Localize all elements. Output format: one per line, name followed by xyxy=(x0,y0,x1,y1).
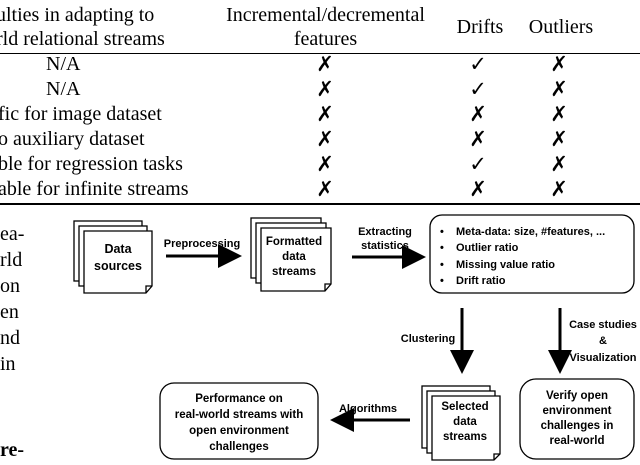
selected-label-line3: streams xyxy=(443,431,487,443)
body-text-line: rld xyxy=(0,249,23,271)
verify-label-line3: challenges in xyxy=(541,420,614,432)
performance-label-line4: challenges xyxy=(209,441,268,453)
body-text-line: nd xyxy=(0,327,20,349)
case-studies-label-line3: Visualization xyxy=(569,352,636,364)
body-text-line: ea- xyxy=(0,223,25,245)
row-outliers-mark: ✗ xyxy=(550,177,568,201)
algorithms-label: Algorithms xyxy=(339,403,397,415)
meta-item: Missing value ratio xyxy=(456,259,555,271)
row-drifts-mark: ✗ xyxy=(469,177,487,201)
header-difficulties-line2: rld relational streams xyxy=(0,28,165,50)
row-outliers-mark: ✗ xyxy=(550,77,568,101)
body-text-line: on xyxy=(0,275,20,297)
bullet-icon: • xyxy=(440,259,444,271)
performance-box: Performance on real-world streams with o… xyxy=(159,382,319,460)
bullet-icon: • xyxy=(440,242,444,254)
header-incremental-line2: features xyxy=(293,28,358,50)
row-incremental-mark: ✗ xyxy=(316,127,334,151)
row-difficulty: N/A xyxy=(46,78,81,100)
body-text-line: in xyxy=(0,353,16,375)
header-rule xyxy=(0,53,640,54)
row-incremental-mark: ✗ xyxy=(316,102,334,126)
row-drifts-mark: ✗ xyxy=(469,127,487,151)
meta-item: Outlier ratio xyxy=(456,242,519,254)
clustering-arrow: Clustering xyxy=(401,308,474,374)
extracting-label-line1: Extracting xyxy=(358,226,412,238)
row-outliers-mark: ✗ xyxy=(550,52,568,76)
preprocessing-arrow: Preprocessing xyxy=(164,238,242,268)
case-studies-arrow: Case studies & Visualization xyxy=(548,308,637,374)
comparison-table: ulties in adapting to rld relational str… xyxy=(0,0,640,205)
row-drifts-mark: ✓ xyxy=(469,152,487,176)
case-studies-label-line2: & xyxy=(599,335,607,347)
verify-label-line1: Verify open xyxy=(546,390,608,402)
performance-label-line3: open environment xyxy=(189,425,289,437)
row-incremental-mark: ✗ xyxy=(316,77,334,101)
row-outliers-mark: ✗ xyxy=(550,127,568,151)
clustering-label: Clustering xyxy=(401,333,455,345)
row-difficulty: o auxiliary dataset xyxy=(0,128,145,150)
row-outliers-mark: ✗ xyxy=(550,102,568,126)
verify-box: Verify open environment challenges in re… xyxy=(519,378,635,460)
performance-label-line1: Performance on xyxy=(195,393,283,405)
row-incremental-mark: ✗ xyxy=(316,152,334,176)
selected-label-line2: data xyxy=(453,416,477,428)
body-text-line: en xyxy=(0,301,19,323)
row-drifts-mark: ✓ xyxy=(469,77,487,101)
verify-label-line2: environment xyxy=(542,405,611,417)
row-difficulty: ble for regression tasks xyxy=(0,153,183,175)
row-incremental-mark: ✗ xyxy=(316,177,334,201)
extracting-label-line2: statistics xyxy=(361,240,409,252)
formatted-label-line2: data xyxy=(282,251,306,263)
extracting-arrow: Extracting statistics xyxy=(352,226,426,269)
formatted-label-line1: Formatted xyxy=(266,236,322,248)
body-text-line: re- xyxy=(0,439,25,461)
row-difficulty: fic for image dataset xyxy=(0,103,162,125)
formatted-streams-doc-stack: Formatted data streams xyxy=(250,217,332,292)
case-studies-label-line1: Case studies xyxy=(569,319,637,331)
algorithms-arrow: Algorithms xyxy=(330,403,410,432)
row-difficulty: able for infinite streams xyxy=(0,178,189,200)
bullet-icon: • xyxy=(440,275,444,287)
header-incremental-line1: Incremental/decremental xyxy=(226,4,425,26)
formatted-label-line3: streams xyxy=(272,266,316,278)
header-outliers: Outliers xyxy=(528,16,594,38)
row-difficulty: N/A xyxy=(46,53,81,75)
meta-item: Drift ratio xyxy=(456,275,506,287)
selected-streams-doc-stack: Selected data streams xyxy=(421,385,501,461)
data-sources-label-line2: sources xyxy=(94,259,142,273)
preprocessing-label: Preprocessing xyxy=(164,238,240,250)
verify-label-line4: real-world xyxy=(550,435,605,447)
performance-label-line2: real-world streams with xyxy=(175,409,303,421)
data-sources-doc-stack: Data sources xyxy=(73,220,153,294)
header-drifts: Drifts xyxy=(456,16,504,38)
metadata-box: • Meta-data: size, #features, ... • Outl… xyxy=(429,214,635,294)
data-sources-label-line1: Data xyxy=(104,242,132,256)
header-difficulties-line1: ulties in adapting to xyxy=(0,4,155,26)
bullet-icon: • xyxy=(440,226,444,238)
row-outliers-mark: ✗ xyxy=(550,152,568,176)
bottom-rule xyxy=(0,203,640,205)
row-drifts-mark: ✓ xyxy=(469,52,487,76)
row-drifts-mark: ✗ xyxy=(469,102,487,126)
row-incremental-mark: ✗ xyxy=(316,52,334,76)
selected-label-line1: Selected xyxy=(441,401,488,413)
meta-item: Meta-data: size, #features, ... xyxy=(456,226,605,238)
